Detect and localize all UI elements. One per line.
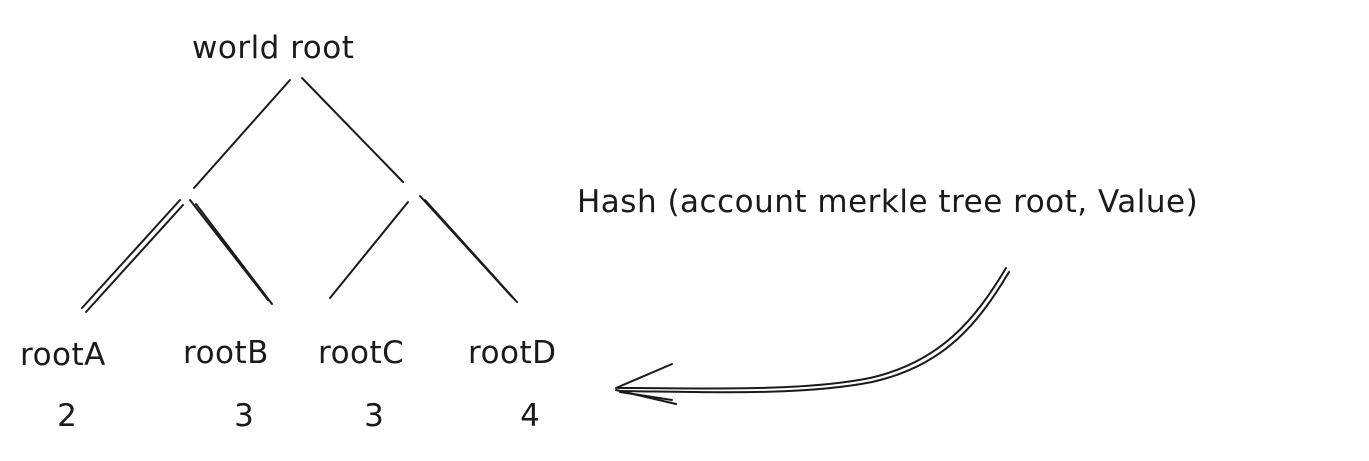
annotation-arrow bbox=[615, 267, 1010, 405]
left-subtree-edges bbox=[81, 199, 273, 313]
leaf-label-rootD: rootD bbox=[468, 335, 557, 371]
arrow-head-upper bbox=[615, 363, 673, 389]
leaf-value-rootA: 2 bbox=[57, 398, 77, 434]
edge-left-to-rootB-double bbox=[195, 203, 273, 305]
root-node-label: world root bbox=[192, 30, 354, 66]
leaf-value-rootD: 4 bbox=[520, 398, 540, 434]
edge-left-to-rootB bbox=[189, 199, 269, 301]
edge-right-to-rootD-double bbox=[424, 199, 518, 303]
arrow-shaft-double bbox=[619, 271, 1010, 394]
arrow-head-lower-double bbox=[619, 391, 673, 401]
edge-left-to-rootA bbox=[81, 199, 181, 309]
right-subtree-edges bbox=[329, 195, 518, 303]
edge-right-to-rootC bbox=[329, 201, 409, 299]
leaf-label-rootC: rootC bbox=[318, 335, 404, 371]
leaf-label-rootB: rootB bbox=[183, 335, 269, 371]
arrow-shaft bbox=[617, 267, 1007, 390]
annotation-text: Hash (account merkle tree root, Value) bbox=[577, 184, 1198, 220]
edge-left-to-rootA-double bbox=[85, 204, 184, 313]
leaf-label-rootA: rootA bbox=[20, 337, 106, 373]
edge-root-right bbox=[301, 77, 404, 183]
leaf-value-rootC: 3 bbox=[364, 398, 384, 434]
leaf-value-rootB: 3 bbox=[234, 398, 254, 434]
edge-root-left bbox=[193, 79, 291, 189]
root-edges bbox=[193, 77, 404, 189]
